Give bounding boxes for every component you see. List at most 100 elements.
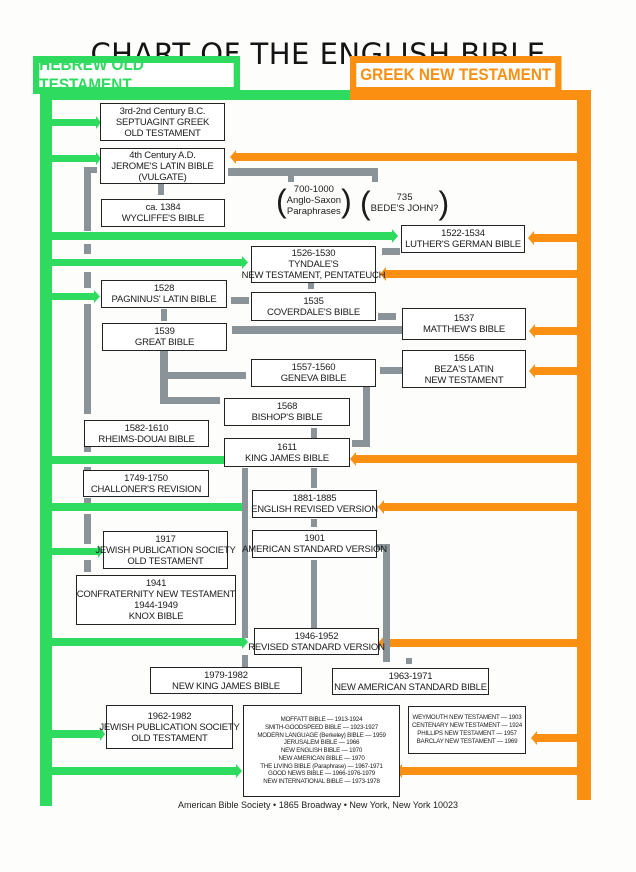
node-label: OLD TESTAMENT [127,555,204,567]
node-label: ENGLISH REVISED VERSION [251,504,378,515]
node-label: JEROME'S LATIN BIBLE [111,160,214,172]
right-paren-icon: ) [341,182,352,219]
lineage-gray-lines [84,167,412,667]
green-branch-jps1962 [52,730,100,738]
list-item: SMITH-GOODSPEED BIBLE — 1923-1927 [264,723,379,731]
node-date: 1539 [154,326,175,337]
orange-top-bar [350,90,591,100]
list-item: GOOD NEWS BIBLE — 1966-1976-1979 [267,770,376,778]
node-label: PAGNINUS' LATIN BIBLE [111,294,217,305]
right-paren-icon: ) [438,185,450,221]
footer-publisher: American Bible Society • 1865 Broadway •… [178,800,458,810]
node-label: REVISED STANDARD VERSION [248,641,385,653]
orange-branch-beza [535,367,577,375]
green-trunk [40,90,52,806]
node-label: BEZA'S LATIN [434,363,494,375]
node-date: 1528 [153,283,175,294]
node-label: JEWISH PUBLICATION SOCIETY [99,721,240,733]
orange-branch-modern [402,767,577,775]
orange-branch-luther [534,234,577,242]
node-date: 1901 [304,533,325,544]
orange-branch-matthew [535,327,577,335]
node-date: 1526-1530 [291,248,336,259]
node-label: NEW TESTAMENT [424,374,504,386]
green-branch-erv [52,503,242,511]
node-date: 1557-1560 [291,362,336,373]
green-branch-tyndale [52,259,242,266]
node-date: 1941 [145,578,167,589]
node-label: LUTHER'S GERMAN BIBLE [405,239,521,250]
node-label: CHALLONER'S REVISION [90,483,202,495]
list-item: BARCLAY NEW TESTAMENT — 1969 [416,737,518,745]
node-date: 1944-1949 [134,600,178,611]
node-modern-bibles-list: MOFFATT BIBLE — 1913-1924 SMITH-GOODSPEE… [243,705,400,797]
node-label: CONFRATERNITY NEW TESTAMENT [76,589,236,600]
node-label: KING JAMES BIBLE [245,452,329,464]
node-label: TYNDALE'S [288,259,339,270]
green-branch-kjv [52,456,242,464]
node-label: OLD TESTAMENT [131,732,208,744]
node-vulgate: 4th Century A.D.JEROME'S LATIN BIBLE(VUL… [100,148,225,184]
left-paren-icon: ( [276,182,287,219]
node-label: WYCLIFFE'S BIBLE [121,213,205,224]
list-item: MOFFATT BIBLE — 1913-1924 [280,715,363,723]
list-item: MODERN LANGUAGE (Berkeley) BIBLE — 1959 [257,731,386,739]
node-date: 1946-1952 [294,630,339,642]
node-new-testament-list: WEYMOUTH NEW TESTAMENT — 1903 CENTENARY … [408,706,526,754]
node-label: OLD TESTAMENT [124,127,201,139]
node-date: 735 [396,192,413,203]
green-branch-rsv [52,638,242,646]
node-date: 1963-1971 [388,670,433,682]
node-label: (VULGATE) [138,171,187,183]
node-label: RHEIMS-DOUAI BIBLE [98,433,195,445]
green-branch-vulgate [52,155,96,162]
node-date: 1749-1750 [124,472,168,484]
hebrew-green-lines [40,90,480,806]
node-label: COVERDALE'S BIBLE [267,306,360,318]
node-label: KNOX BIBLE [128,611,184,622]
node-label: NEW AMERICAN STANDARD BIBLE [334,681,487,693]
node-label: Paraphrases [286,206,341,217]
orange-branch-ntlist [537,734,577,742]
list-item: JERUSALEM BIBLE — 1966 [283,739,360,747]
hebrew-old-testament-header: HEBREW OLD TESTAMENT [33,55,240,94]
list-item: PHILLIPS NEW TESTAMENT — 1957 [417,730,517,737]
left-paren-icon: ( [360,185,371,221]
node-date: 1537 [453,313,475,324]
greek-orange-lines [230,90,591,800]
node-date: 1556 [453,352,475,364]
node-date: 1522-1534 [441,228,485,239]
node-label: BISHOP'S BIBLE [251,412,323,423]
node-label: JEWISH PUBLICATION SOCIETY [95,544,236,556]
node-label: SEPTUAGINT GREEK [115,116,210,128]
greek-new-testament-header: GREEK NEW TESTAMENT [350,56,562,94]
node-date: 3rd-2nd Century B.C. [119,105,206,117]
green-top-bar [40,90,480,100]
list-item: NEW INTERNATIONAL BIBLE — 1973-1978 [263,778,380,786]
node-date: 1917 [155,533,176,545]
node-date: 1582-1610 [124,422,169,434]
list-item: WEYMOUTH NEW TESTAMENT — 1903 [412,714,522,722]
orange-branch-kjv [356,455,577,463]
green-branch-jps1917 [52,548,98,555]
node-date: 700-1000 [293,184,334,195]
list-item: CENTENARY NEW TESTAMENT — 1924 [412,722,522,730]
green-branch-pagninus [52,293,94,300]
node-date: 1881-1885 [292,493,337,504]
